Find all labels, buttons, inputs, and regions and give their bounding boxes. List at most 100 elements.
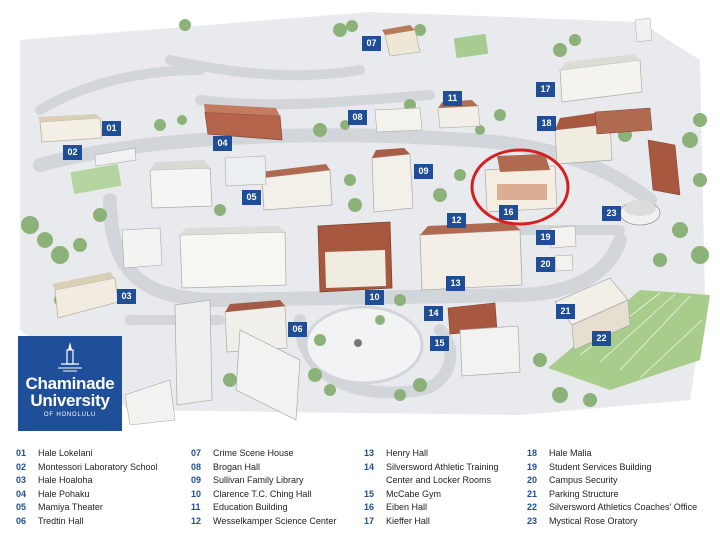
marker-06[interactable]: 06 [288,322,307,337]
legend-label: Clarence T.C. Ching Hall [213,488,312,499]
marker-01[interactable]: 01 [102,121,121,136]
statue [354,339,362,347]
marker-12[interactable]: 12 [447,213,466,228]
legend-number: 13 [364,448,375,458]
legend-label: Henry Hall [386,448,429,458]
map-legend: 01 Hale Lokelani 02 Montessori Laboratory … [16,447,716,543]
legend-number: 08 [191,461,202,472]
marker-14[interactable]: 14 [424,306,443,321]
legend-label: Hale Pohaku [38,488,90,499]
legend-item: 07 Crime Scene House [191,447,336,461]
marker-20[interactable]: 20 [536,257,555,272]
legend-item: 18 Hale Malia [527,447,697,461]
marker-21[interactable]: 21 [556,304,575,319]
playground-02 [70,163,122,195]
legend-item: 20 Campus Security [527,474,697,488]
legend-number: 22 [527,502,538,512]
legend-label: Wesselkamper Science Center [213,515,337,526]
marker-09[interactable]: 09 [414,164,433,179]
legend-item: 06 Tredtin Hall [16,515,158,529]
marker-17[interactable]: 17 [536,82,555,97]
marker-04[interactable]: 04 [213,136,232,151]
marker-18[interactable]: 18 [537,116,556,131]
legend-number: 04 [16,488,27,499]
buildings [38,17,681,425]
chapel-emblem-icon [58,342,82,372]
legend-item: 12 Wesselkamper Science Center [191,515,336,529]
oval-lawn [304,305,424,385]
marker-15[interactable]: 15 [430,336,449,351]
legend-item: 05 Mamiya Theater [16,501,158,515]
logo-tagline: OF HONOLULU [43,412,97,418]
legend-item: 04 Hale Pohaku [16,488,158,502]
legend-label: Mamiya Theater [38,502,103,512]
legend-number: 06 [16,515,27,526]
legend-label: Crime Scene House [213,448,294,458]
legend-number: 03 [16,475,27,485]
tennis-court-07 [453,33,489,59]
logo-wordmark-line1: Chaminade [25,374,115,393]
legend-number: 09 [191,475,202,485]
legend-number: 12 [191,515,202,526]
legend-item: 19 Student Services Building [527,461,697,475]
campus-map [20,12,710,425]
legend-column-4: 18 Hale Malia 19 Student Services Building… [527,447,697,528]
legend-number: 15 [364,488,375,499]
legend-label: Silversword Athletic Training Center and… [386,461,499,486]
legend-item: 08 Brogan Hall [191,461,336,475]
legend-label: Sullivan Family Library [213,475,304,485]
legend-number: 16 [364,502,375,512]
legend-number: 05 [16,502,27,512]
legend-number: 21 [527,488,538,499]
legend-label: Student Services Building [549,461,652,472]
legend-label: Kieffer Hall [386,515,430,526]
legend-label: Montessori Laboratory School [38,461,158,472]
legend-label: Mystical Rose Oratory [549,515,638,526]
legend-number: 07 [191,448,202,458]
legend-number: 20 [527,475,538,485]
legend-label: Hale Malia [549,448,592,458]
marker-22[interactable]: 22 [592,331,611,346]
legend-number: 17 [364,515,375,526]
legend-item: 03 Hale Hoaloha [16,474,158,488]
legend-number: 11 [191,502,201,512]
marker-03[interactable]: 03 [117,289,136,304]
marker-13[interactable]: 13 [446,276,465,291]
university-logo: Chaminade University OF HONOLULU [18,336,122,431]
legend-label: Hale Hoaloha [38,475,93,485]
legend-item: 01 Hale Lokelani [16,447,158,461]
logo-wordmark-line2: University [30,391,110,410]
legend-item: 02 Montessori Laboratory School [16,461,158,475]
legend-number: 10 [191,488,202,499]
legend-number: 19 [527,461,538,472]
marker-10[interactable]: 10 [365,290,384,305]
legend-item: 13 Henry Hall [364,447,516,461]
highlight-circle [470,148,570,226]
marker-07[interactable]: 07 [362,36,381,51]
marker-23[interactable]: 23 [602,206,621,221]
marker-19[interactable]: 19 [536,230,555,245]
marker-11[interactable]: 11 [443,91,462,106]
legend-label: Tredtin Hall [38,515,84,526]
marker-16[interactable]: 16 [499,205,518,220]
legend-label: Silversword Athletics Coaches' Office [549,502,698,512]
legend-number: 18 [527,448,538,458]
legend-column-1: 01 Hale Lokelani 02 Montessori Laboratory … [16,447,158,528]
legend-number: 01 [16,448,27,458]
legend-item: 14 Silversword Athletic Training Center a… [364,461,516,488]
legend-item: 09 Sullivan Family Library [191,474,336,488]
legend-number: 14 [364,461,375,472]
legend-column-2: 07 Crime Scene House 08 Brogan Hall 09 Sull… [191,447,336,528]
legend-number: 02 [16,461,27,472]
legend-label: Brogan Hall [213,461,261,472]
legend-label: Campus Security [549,475,618,485]
legend-label: Hale Lokelani [38,448,93,458]
marker-08[interactable]: 08 [348,110,367,125]
marker-05[interactable]: 05 [242,190,261,205]
marker-02[interactable]: 02 [63,145,82,160]
